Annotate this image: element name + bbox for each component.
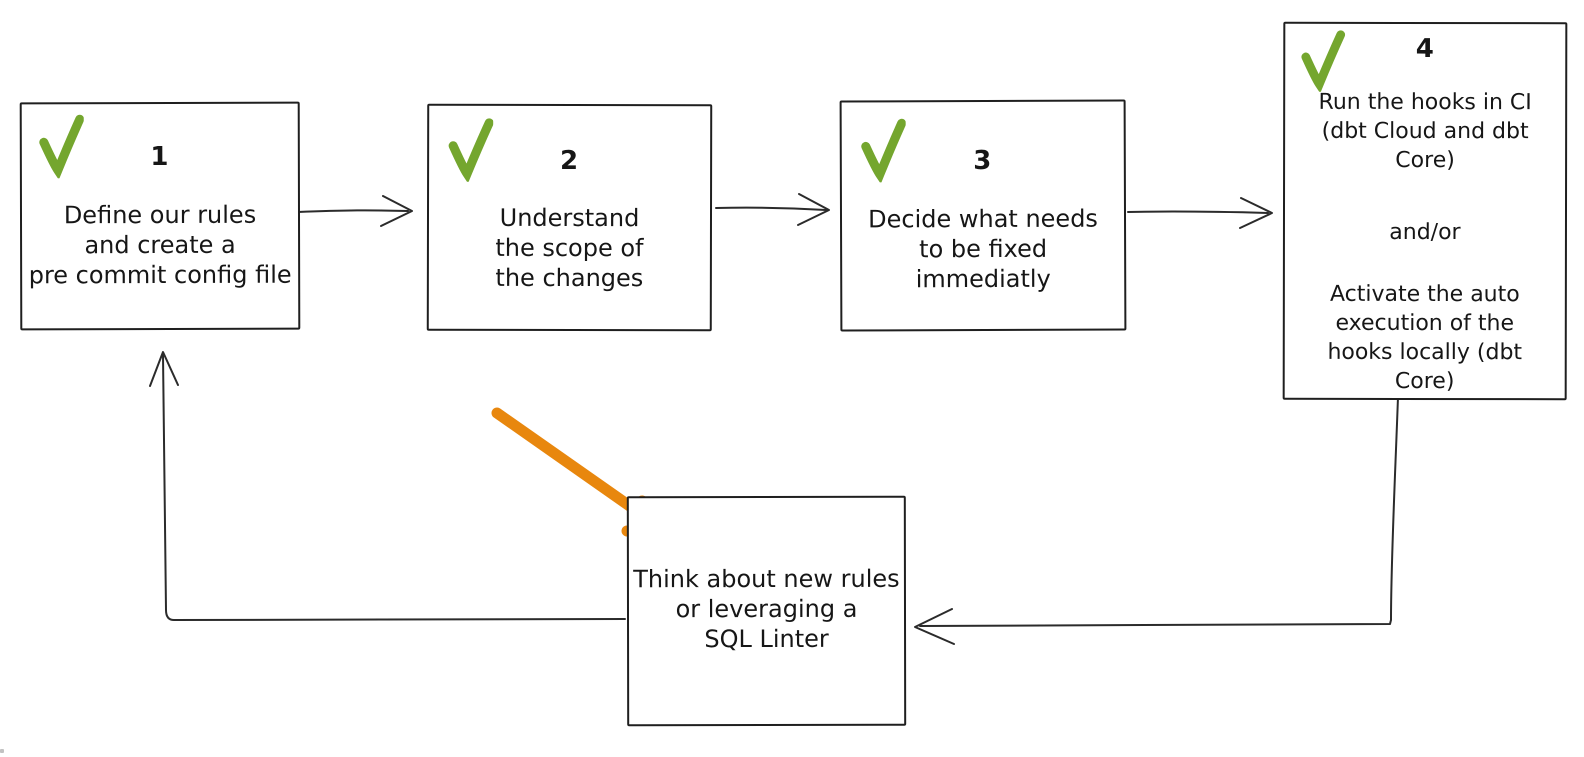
step-text-line: pre commit config file xyxy=(28,260,292,290)
step-number: 1 xyxy=(150,141,170,173)
step-text-line: immediatly xyxy=(915,264,1051,294)
step-text-line: (dbt Cloud and dbt xyxy=(1321,118,1529,145)
step-number: 4 xyxy=(1415,33,1435,65)
step-text-line: the changes xyxy=(495,263,644,293)
step-text-line: Decide what needs xyxy=(868,204,1098,234)
arrow-step1-to-step2 xyxy=(297,195,413,227)
step-number: 3 xyxy=(973,145,993,177)
step-text-line: SQL Linter xyxy=(704,624,829,654)
step-text-line: Activate the auto xyxy=(1329,281,1520,308)
step-text-line: to be fixed xyxy=(919,234,1048,264)
step-text-line: or leveraging a xyxy=(675,594,858,624)
step-connector-text: and/or xyxy=(1389,219,1461,246)
step-number: 2 xyxy=(560,145,580,177)
check-icon xyxy=(448,118,494,182)
step-text-line: the scope of xyxy=(495,233,644,263)
step-text-line: hooks locally (dbt xyxy=(1327,339,1523,366)
step-text-line: Understand xyxy=(499,203,640,233)
step-text-line: execution of the xyxy=(1335,310,1515,337)
check-icon xyxy=(861,118,906,183)
step-1-box: 1 Define our rules and create a pre comm… xyxy=(19,101,301,331)
step-text-line: Define our rules xyxy=(63,200,257,230)
step-text-line: Core) xyxy=(1395,147,1455,174)
step-text-line: Think about new rules xyxy=(633,564,900,594)
step-3-box: 3 Decide what needs to be fixed immediat… xyxy=(839,99,1127,332)
arrow-step2-to-step3 xyxy=(715,193,830,226)
step-text-line: Core) xyxy=(1394,368,1455,395)
stray-mark xyxy=(0,749,4,753)
check-icon xyxy=(39,114,84,179)
feedback-box: Think about new rules or leveraging a SQ… xyxy=(626,495,907,727)
step-2-box: 2 Understand the scope of the changes xyxy=(426,103,713,332)
arrow-feedback-to-step1 xyxy=(149,351,626,621)
arrow-step3-to-step4 xyxy=(1127,197,1273,229)
step-4-box: 4 Run the hooks in CI (dbt Cloud and dbt… xyxy=(1282,21,1568,401)
step-text-line: and create a xyxy=(84,230,236,260)
check-icon xyxy=(1301,30,1346,92)
arrow-step4-to-feedback xyxy=(914,396,1399,645)
step-text-line: Run the hooks in CI xyxy=(1318,89,1532,116)
